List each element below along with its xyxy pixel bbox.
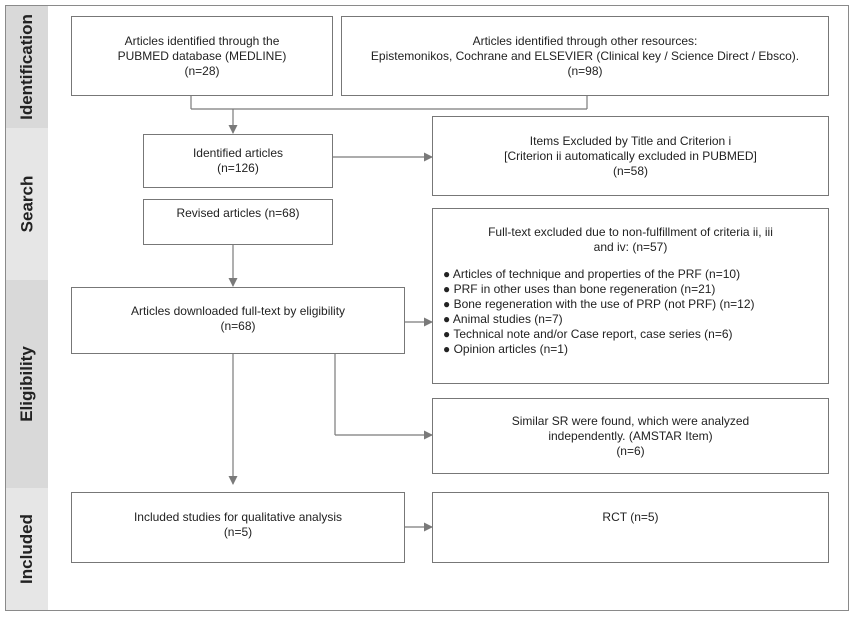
fulltext-excluded-line2: and iv: (n=57) bbox=[593, 240, 668, 254]
similar-sr-line2: independently. (AMSTAR Item) bbox=[548, 428, 713, 443]
box-pubmed: Articles identified through the PUBMED d… bbox=[71, 16, 333, 96]
stage-identification: Identification bbox=[6, 6, 48, 128]
pubmed-line1: Articles identified through the bbox=[124, 33, 280, 48]
similar-sr-count: (n=6) bbox=[616, 443, 645, 458]
exclusion-reason-item: ● Technical note and/or Case report, cas… bbox=[443, 327, 733, 341]
fulltext-excluded-line1: Full-text excluded due to non-fulfillmen… bbox=[488, 225, 773, 239]
included-studies-count: (n=5) bbox=[223, 525, 253, 539]
box-downloaded: Articles downloaded full-text by eligibi… bbox=[71, 287, 405, 354]
box-fulltext-excluded: Full-text excluded due to non-fulfillmen… bbox=[432, 208, 829, 384]
other-line1: Articles identified through other resour… bbox=[472, 33, 698, 48]
box-revised: Revised articles (n=68) bbox=[143, 199, 333, 245]
identified-line1: Identified articles bbox=[192, 146, 284, 160]
exclusion-reason-item: ● Bone regeneration with the use of PRP … bbox=[443, 297, 755, 311]
pubmed-line2: PUBMED database (MEDLINE) bbox=[117, 48, 287, 63]
other-count: (n=98) bbox=[567, 63, 603, 78]
stage-included: Included bbox=[6, 488, 48, 610]
stage-eligibility: Eligibility bbox=[6, 280, 48, 488]
included-studies-line1: Included studies for qualitative analysi… bbox=[133, 510, 343, 524]
exclusion-reason-item: ● Articles of technique and properties o… bbox=[443, 267, 741, 281]
other-line2: Epistemonikos, Cochrane and ELSEVIER (Cl… bbox=[370, 48, 800, 63]
downloaded-line1: Articles downloaded full-text by eligibi… bbox=[130, 304, 346, 318]
pubmed-count: (n=28) bbox=[184, 63, 220, 78]
revised-line1: Revised articles (n=68) bbox=[176, 206, 300, 220]
box-identified: Identified articles (n=126) bbox=[143, 134, 333, 188]
box-rct: RCT (n=5) bbox=[432, 492, 829, 563]
stage-search: Search bbox=[6, 128, 48, 280]
similar-sr-line1: Similar SR were found, which were analyz… bbox=[511, 413, 750, 428]
rct-line1: RCT (n=5) bbox=[602, 510, 659, 524]
excluded-title-line1: Items Excluded by Title and Criterion i bbox=[529, 133, 732, 148]
identified-count: (n=126) bbox=[217, 161, 259, 175]
box-other-resources: Articles identified through other resour… bbox=[341, 16, 829, 96]
diagram-frame bbox=[5, 5, 849, 611]
exclusion-reason-item: ● PRF in other uses than bone regenerati… bbox=[443, 282, 716, 296]
box-similar-sr: Similar SR were found, which were analyz… bbox=[432, 398, 829, 474]
exclusion-reason-item: ● Animal studies (n=7) bbox=[443, 312, 563, 326]
excluded-title-line2: [Criterion ii automatically excluded in … bbox=[504, 148, 757, 163]
excluded-title-count: (n=58) bbox=[612, 163, 649, 178]
exclusion-reason-item: ● Opinion articles (n=1) bbox=[443, 342, 568, 356]
box-included-studies: Included studies for qualitative analysi… bbox=[71, 492, 405, 563]
downloaded-count: (n=68) bbox=[220, 319, 256, 333]
exclusion-reasons-list: ● Articles of technique and properties o… bbox=[433, 267, 828, 357]
box-excluded-title: Items Excluded by Title and Criterion i … bbox=[432, 116, 829, 196]
